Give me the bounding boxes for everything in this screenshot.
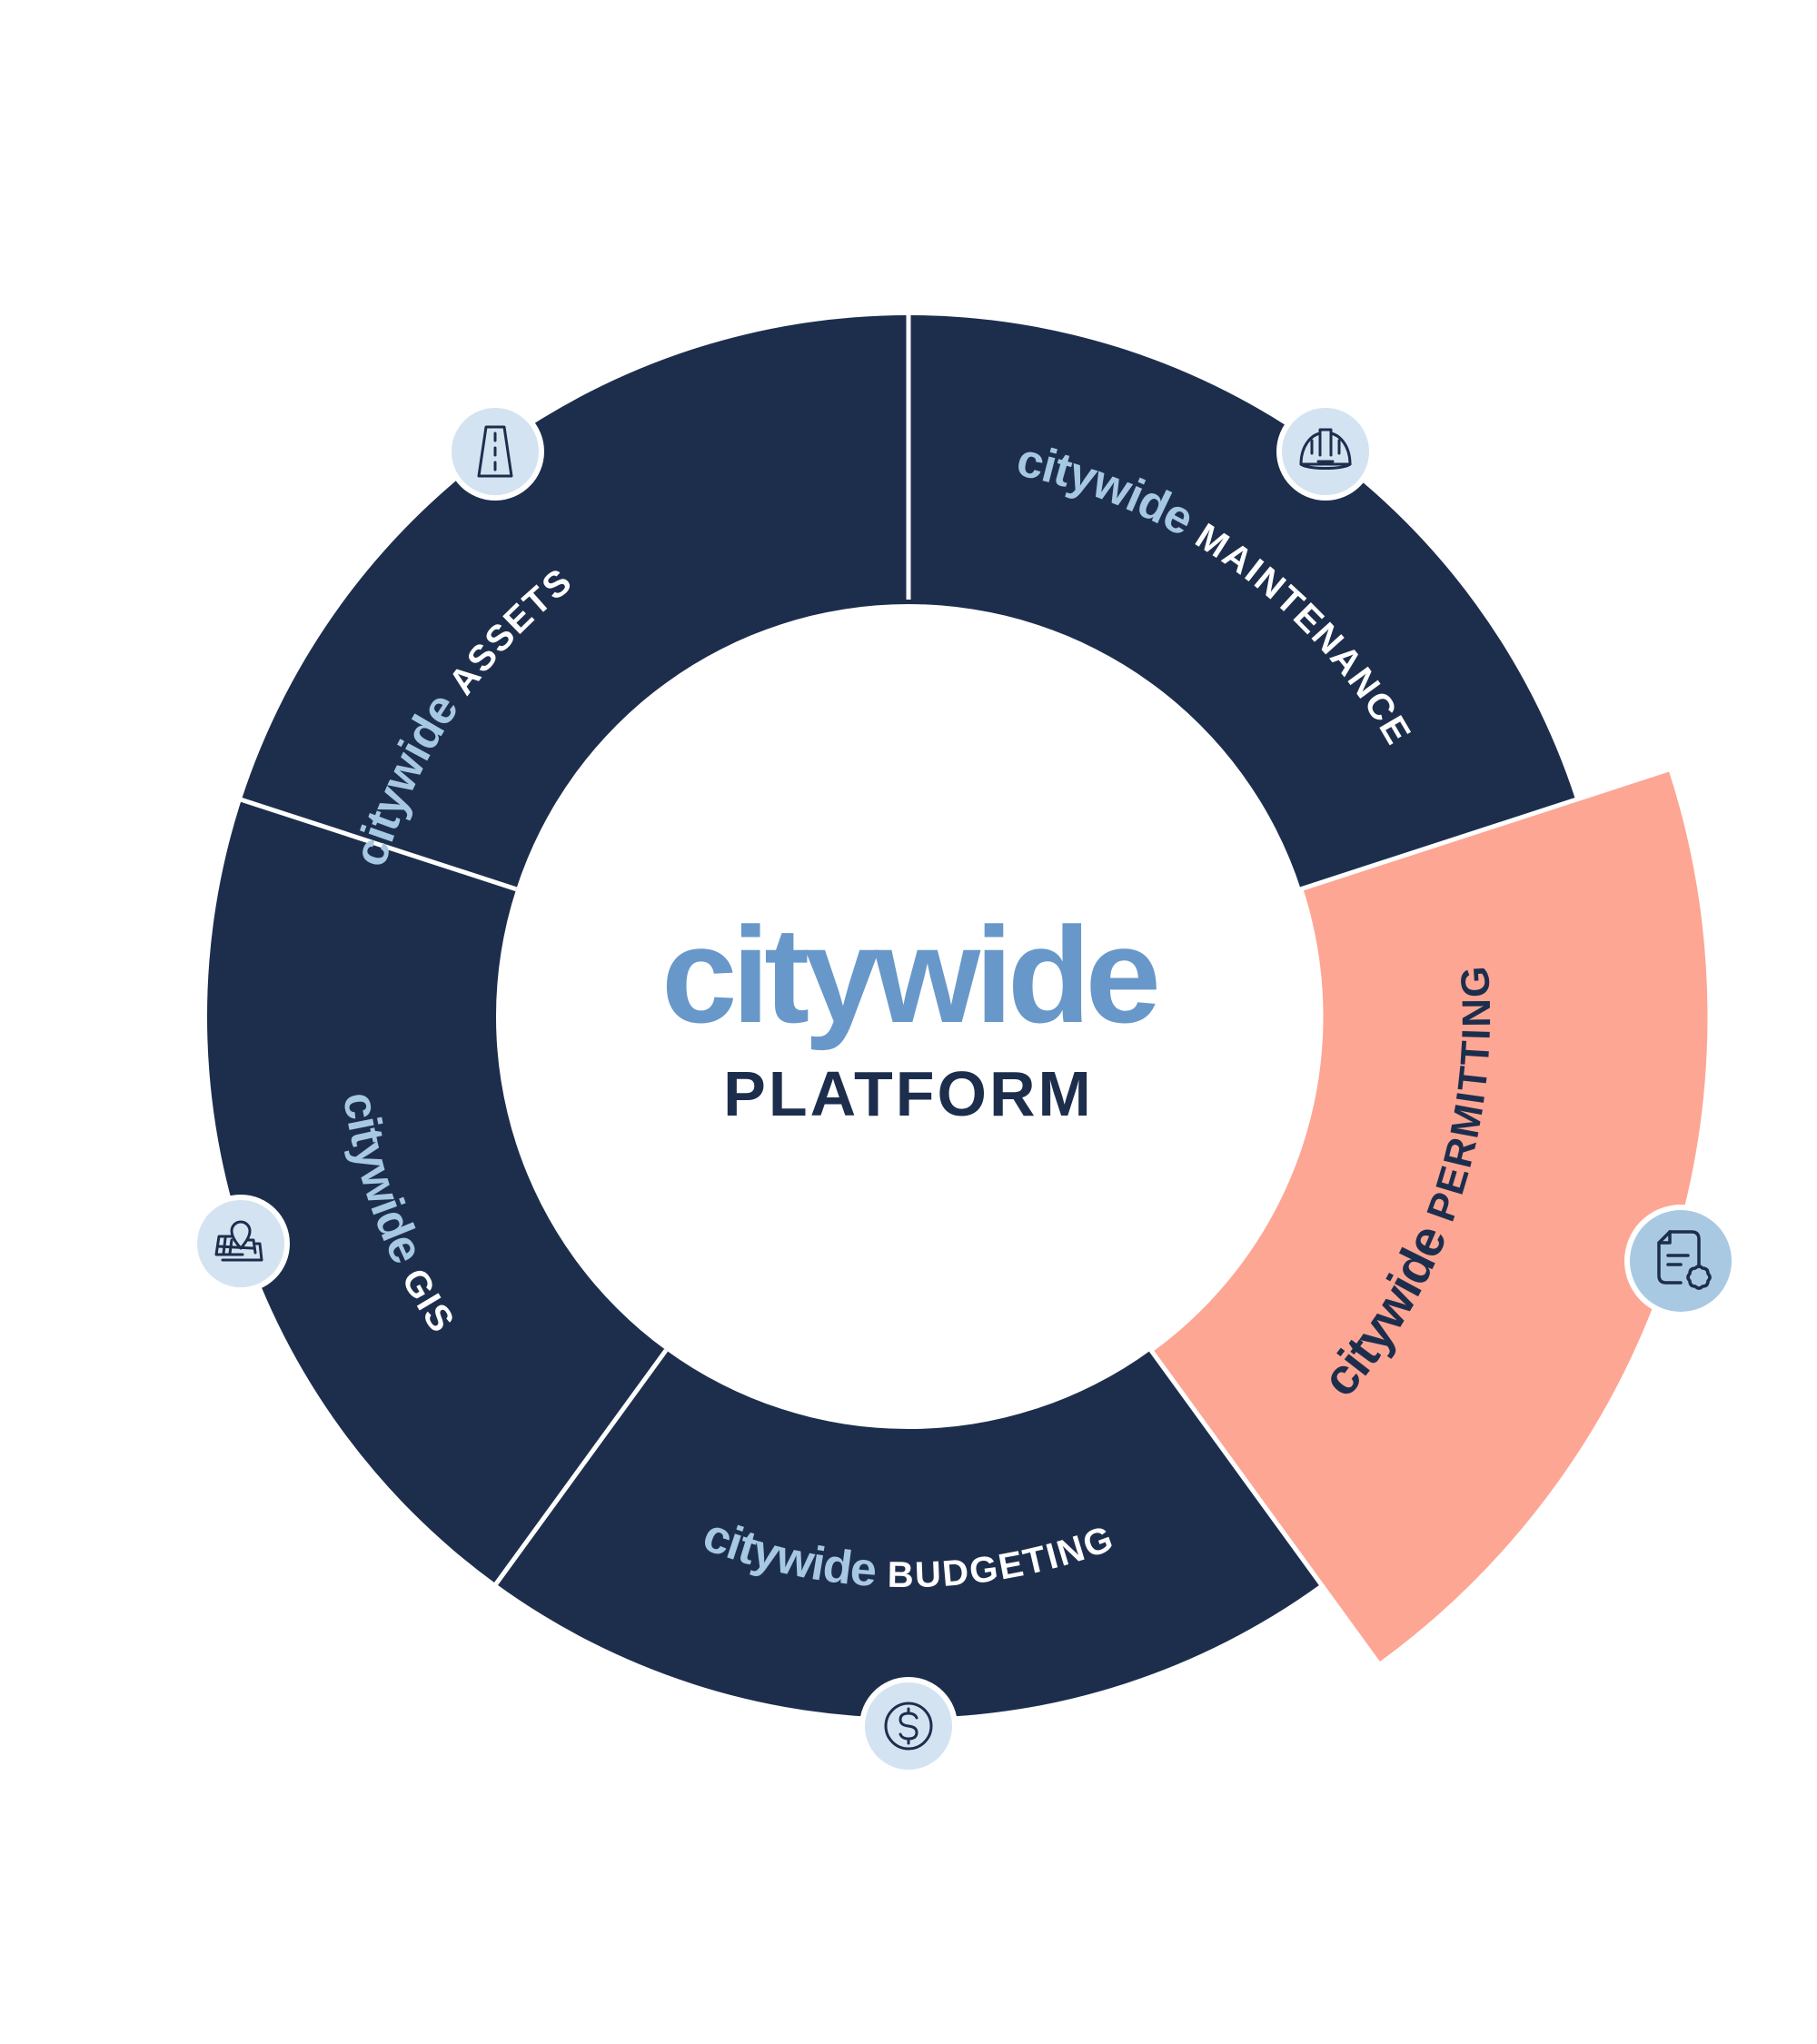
permit-document-icon[interactable] bbox=[1624, 1205, 1737, 1317]
segment-permitting[interactable] bbox=[1147, 766, 1713, 1668]
segment-dividers bbox=[235, 309, 911, 1591]
center-subtitle: PLATFORM bbox=[723, 1058, 1094, 1129]
road-icon[interactable] bbox=[446, 402, 544, 501]
dollar-icon[interactable] bbox=[859, 1677, 958, 1775]
segment-budgeting[interactable] bbox=[496, 1350, 1321, 1719]
segment-maintenance[interactable] bbox=[908, 315, 1576, 889]
segment-gis[interactable] bbox=[206, 799, 667, 1584]
segment-assets[interactable] bbox=[241, 315, 908, 889]
map-pin-icon[interactable] bbox=[192, 1195, 290, 1293]
center-brand-wordmark: citywide bbox=[661, 898, 1157, 1051]
hard-hat-icon[interactable] bbox=[1276, 402, 1375, 501]
